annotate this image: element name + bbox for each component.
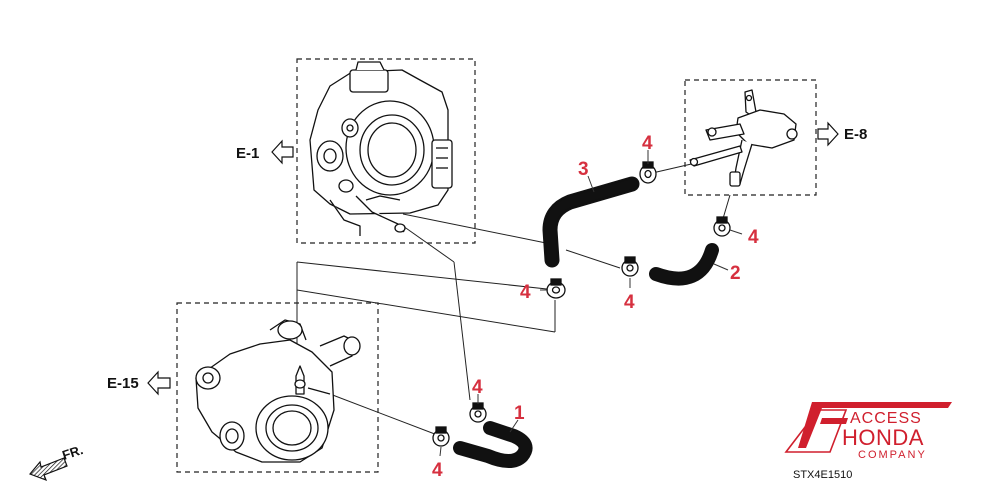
front-label: FR.: [60, 442, 85, 463]
hatched-arrow-icon: [28, 457, 68, 482]
callout-clamp-b: 4: [748, 227, 759, 248]
callout-clamp-e: 4: [472, 377, 483, 398]
ref-e8[interactable]: E-8: [817, 121, 867, 147]
callout-clamp-c: 4: [520, 282, 531, 303]
air-valve-assembly: [689, 89, 798, 187]
callout-clamp-a: 4: [642, 133, 653, 154]
callout-hose-1: 1: [514, 403, 525, 424]
callout-hose-2: 2: [730, 263, 741, 284]
outline-arrow-icon: [271, 139, 294, 165]
hose-clamps: [432, 161, 731, 447]
ref-e15[interactable]: E-15: [107, 370, 171, 396]
hose-2: [649, 243, 719, 286]
ref-e8-label: E-8: [844, 126, 867, 143]
ref-e15-label: E-15: [107, 375, 139, 392]
throttle-body: [309, 61, 453, 236]
outline-arrow-icon: [817, 121, 839, 147]
callout-clamp-d: 4: [624, 292, 635, 313]
thermostat-housing: [195, 319, 361, 463]
logo-swoosh: [798, 402, 952, 448]
logo-line1: ACCESS: [850, 410, 922, 427]
leader-lines: [296, 161, 731, 437]
clamp-b: [713, 216, 731, 237]
hose-3: [542, 176, 640, 268]
logo-line2: HONDA: [842, 425, 924, 450]
throttle-body-box: [296, 58, 476, 244]
hose-1: [453, 421, 533, 468]
access-honda-logo: ACCESS HONDA COMPANY: [784, 402, 952, 461]
thermostat-housing-box: [176, 302, 379, 473]
callout-hose-3: 3: [578, 159, 589, 180]
clamp-d: [621, 256, 639, 277]
clamp-e: [469, 402, 487, 423]
air-valve-box: [684, 79, 817, 196]
logo-line3: COMPANY: [858, 449, 927, 461]
ref-e1[interactable]: E-1: [236, 139, 294, 165]
clamp-c: [546, 278, 566, 299]
front-direction: FR.: [28, 442, 85, 482]
diagram-code: STX4E1510: [793, 469, 852, 481]
clamp-f: [432, 426, 450, 447]
logo-swoosh-inner: [820, 418, 848, 424]
ref-e1-label: E-1: [236, 145, 259, 162]
outline-arrow-icon: [147, 370, 171, 396]
callout-leaders: [439, 150, 743, 457]
logo-swoosh-outline: [784, 409, 848, 453]
callout-clamp-f: 4: [432, 460, 443, 481]
clamp-a: [639, 161, 657, 184]
